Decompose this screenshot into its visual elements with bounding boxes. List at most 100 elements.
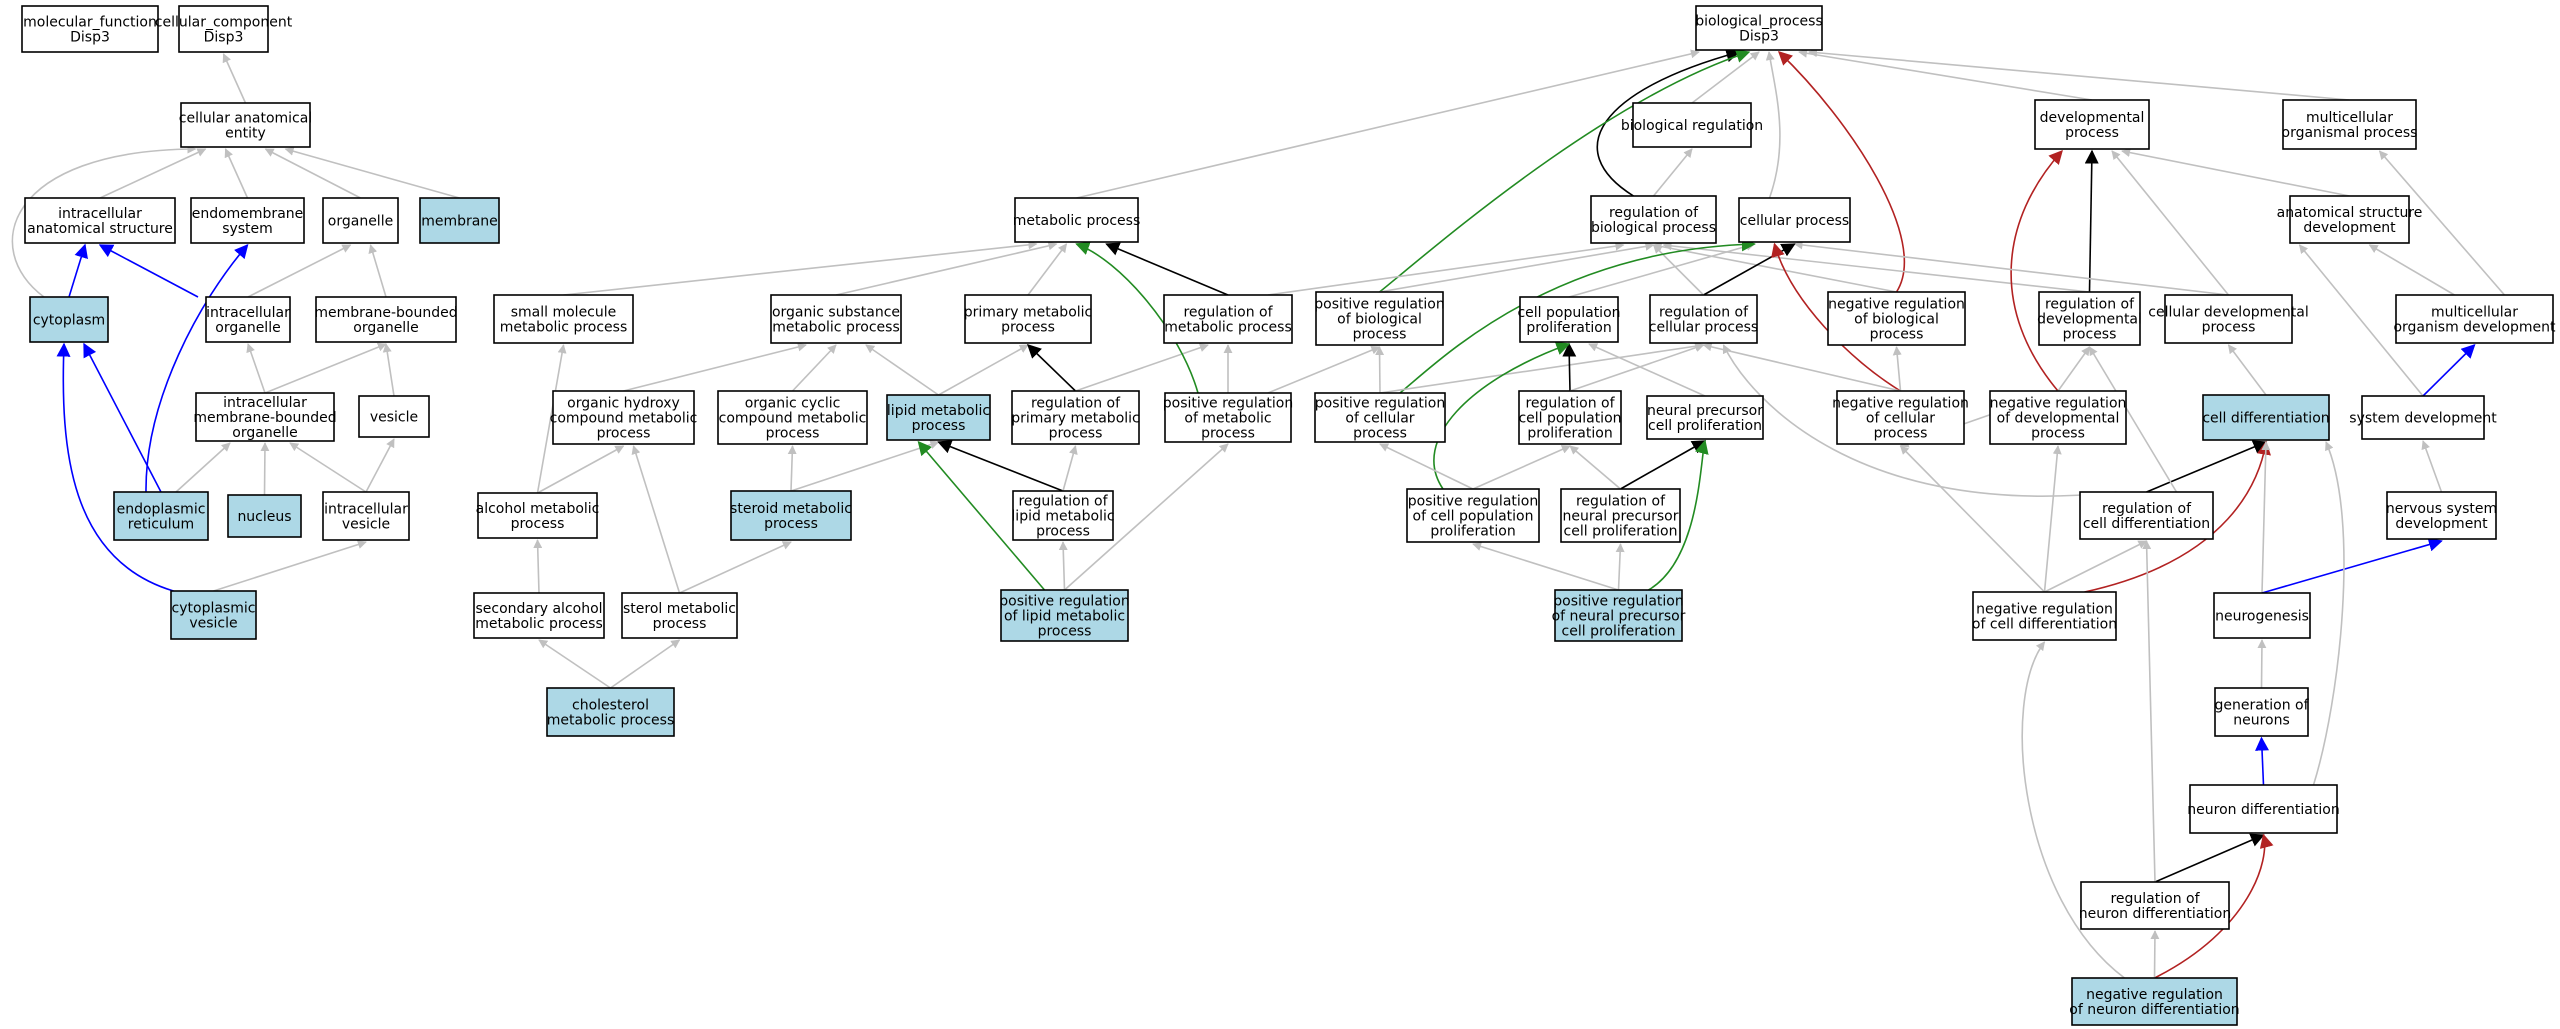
- go-term-label: vesicle: [370, 410, 418, 426]
- edge-line: [1075, 241, 1199, 394]
- edge-is-a: [260, 442, 270, 496]
- go-term-box: [1163, 294, 1293, 344]
- go-term-metp[interactable]: metabolic process: [1013, 197, 1141, 243]
- go-term-label: neuron differentiation: [2079, 906, 2231, 922]
- go-term-cd[interactable]: cell differentiation: [2202, 394, 2330, 441]
- go-term-box: [1012, 490, 1114, 541]
- edge-line: [246, 343, 266, 394]
- edge-line: [2084, 440, 2271, 593]
- edge-is-a: [2057, 346, 2091, 392]
- go-term-label: molecular_function: [23, 15, 157, 31]
- go-term-org[interactable]: organelle: [322, 197, 399, 244]
- go-term-label: sterol metabolic: [623, 601, 736, 617]
- edge-line: [1569, 343, 1705, 392]
- edge-regulates: [1620, 440, 1707, 490]
- go-term-cyto[interactable]: cytoplasm: [29, 296, 109, 343]
- edge-is-a: [1472, 445, 1571, 490]
- go-term-label: process: [1049, 426, 1103, 442]
- go-term-label: process: [766, 426, 820, 442]
- go-term-mem[interactable]: membrane: [419, 197, 500, 244]
- go-term-nuc[interactable]: nucleus: [227, 494, 302, 538]
- go-term-sd[interactable]: system development: [2349, 395, 2497, 440]
- edge-line: [1588, 343, 1706, 397]
- edge-line: [1808, 48, 2350, 101]
- edge-is-a: [787, 445, 797, 492]
- go-term-label: organic hydroxy: [567, 396, 680, 412]
- edge-line: [2227, 344, 2267, 396]
- edge-is-a: [1027, 243, 1068, 296]
- go-term-label: of metabolic: [1184, 411, 1271, 427]
- go-term-nd[interactable]: neuron differentiation: [2187, 784, 2340, 834]
- edge-is-a: [791, 344, 837, 392]
- go-term-label: endoplasmic: [117, 502, 206, 518]
- go-term-label: process: [764, 516, 818, 532]
- go-term-label: process: [1201, 426, 1255, 442]
- go-term-breg[interactable]: biological regulation: [1621, 102, 1763, 148]
- edge-regulates: [2154, 833, 2265, 883]
- go-term-cp[interactable]: cellular process: [1738, 197, 1851, 243]
- go-term-label: negative regulation: [2086, 987, 2223, 1003]
- go-term-label: multicellular: [2431, 305, 2518, 321]
- edge-is-a: [1892, 346, 1902, 392]
- edge-regulates: [1105, 242, 1229, 296]
- go-term-label: process: [2063, 327, 2117, 343]
- go-term-ves[interactable]: vesicle: [358, 395, 430, 438]
- edge-line: [2121, 148, 2350, 197]
- go-term-neurog[interactable]: neurogenesis: [2213, 592, 2311, 639]
- go-term-label: biological regulation: [1621, 118, 1763, 134]
